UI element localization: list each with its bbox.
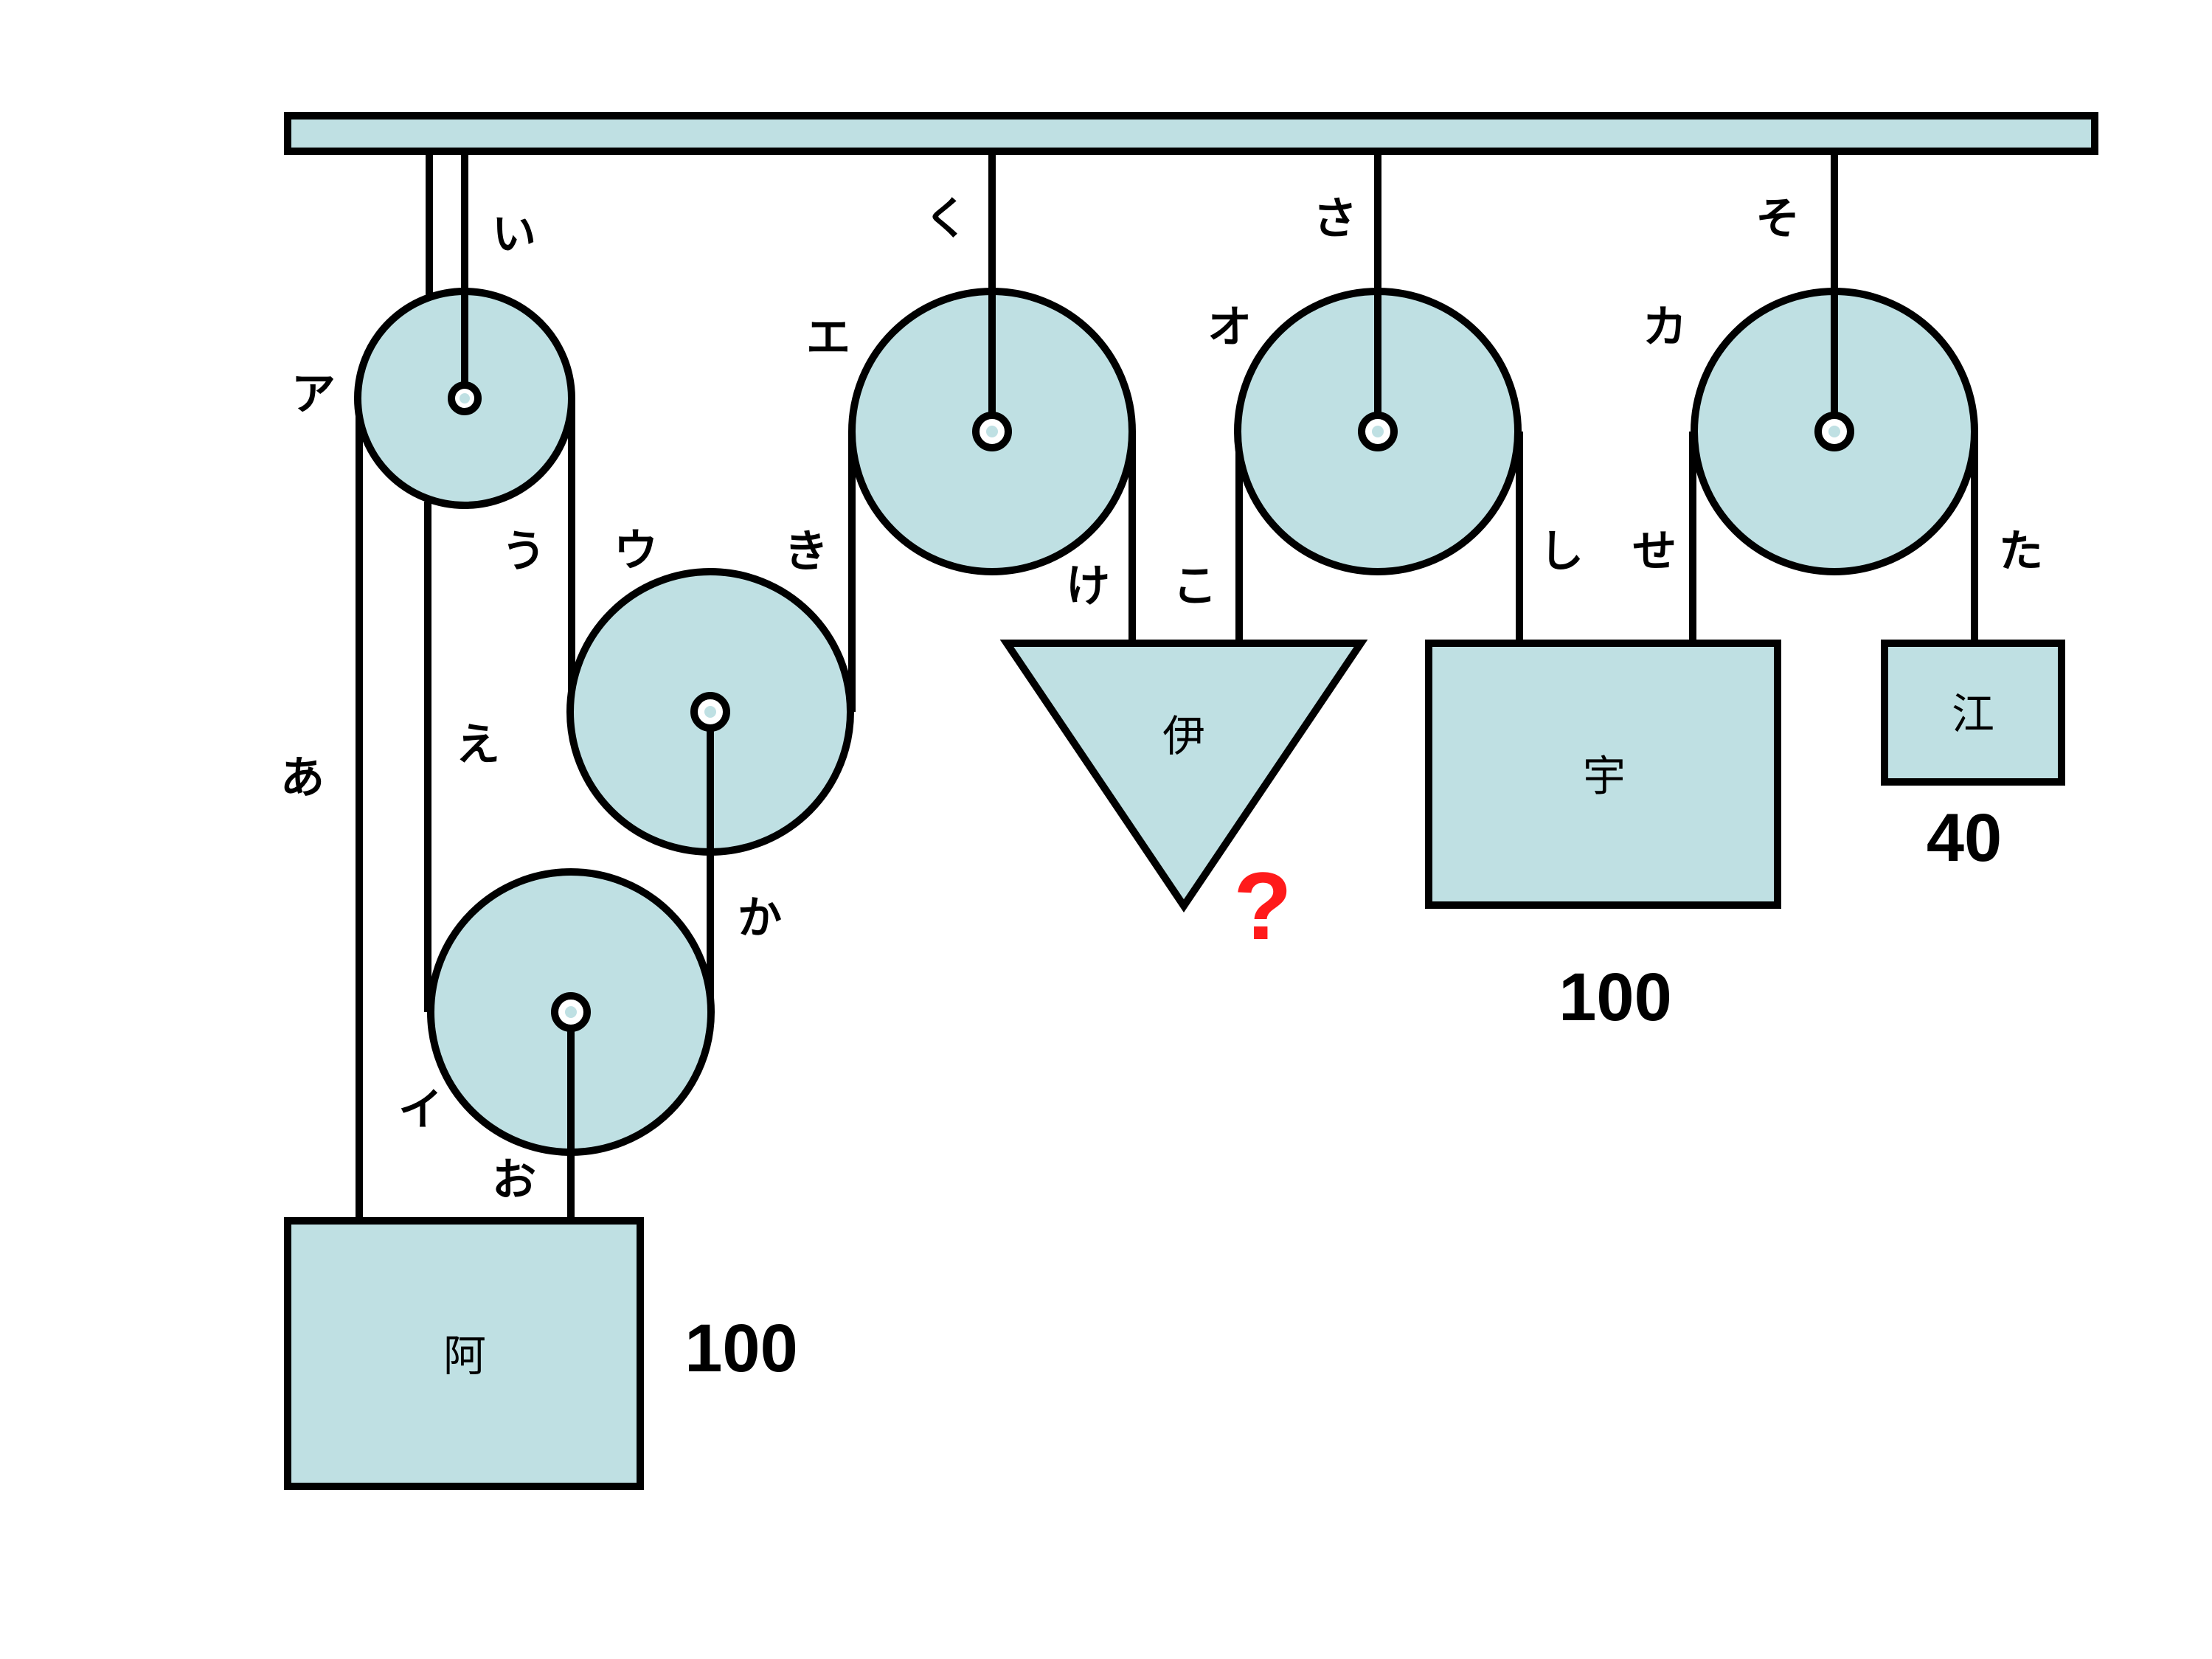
- pulley-label: ア: [291, 369, 336, 420]
- rope-label: お: [492, 1154, 536, 1206]
- ceiling-beam: [284, 112, 2098, 155]
- pulley-label: イ: [398, 1084, 443, 1136]
- rope-label: え: [456, 719, 500, 771]
- rope-label: し: [1539, 526, 1584, 578]
- block-e-mass: 40: [1927, 800, 2002, 876]
- rope-label: く: [924, 193, 968, 245]
- pulley-label: エ: [806, 312, 850, 364]
- pulley-label: カ: [1643, 302, 1687, 353]
- pulley-i: [427, 868, 715, 1221]
- block-u: [1425, 640, 1781, 909]
- pulley-e: [848, 151, 1136, 575]
- rope-label: そ: [1755, 193, 1800, 245]
- pulley-u: [566, 568, 854, 1012]
- rope-label: た: [1999, 526, 2043, 578]
- pulley-a: [354, 151, 575, 509]
- pulley-label: ウ: [614, 525, 658, 577]
- rope-label: あ: [280, 752, 325, 804]
- pulley-o: [1234, 151, 1522, 575]
- block-u-label: 宇: [1583, 751, 1626, 801]
- rope-label: き: [784, 526, 828, 578]
- block-i: [999, 640, 1368, 912]
- rope-label: か: [738, 893, 782, 944]
- rope-label: う: [502, 526, 546, 578]
- block-u-mass: 100: [1559, 960, 1672, 1035]
- rope-label: い: [492, 209, 536, 260]
- block-a-mass: 100: [684, 1311, 798, 1386]
- block-i-mass-unknown: ?: [1233, 852, 1292, 960]
- rope-label: せ: [1632, 526, 1677, 578]
- block-e: [1881, 640, 2065, 786]
- rope-label: さ: [1313, 193, 1357, 245]
- block-i-label: 伊: [1162, 711, 1205, 761]
- block-a-label: 阿: [443, 1331, 486, 1381]
- block-a: [284, 1217, 644, 1490]
- pulley-label: オ: [1207, 302, 1252, 353]
- block-e-label: 江: [1952, 689, 1994, 739]
- pulley-ka: [1691, 151, 1978, 575]
- rope-label: け: [1066, 561, 1110, 612]
- rope-label: こ: [1173, 561, 1217, 612]
